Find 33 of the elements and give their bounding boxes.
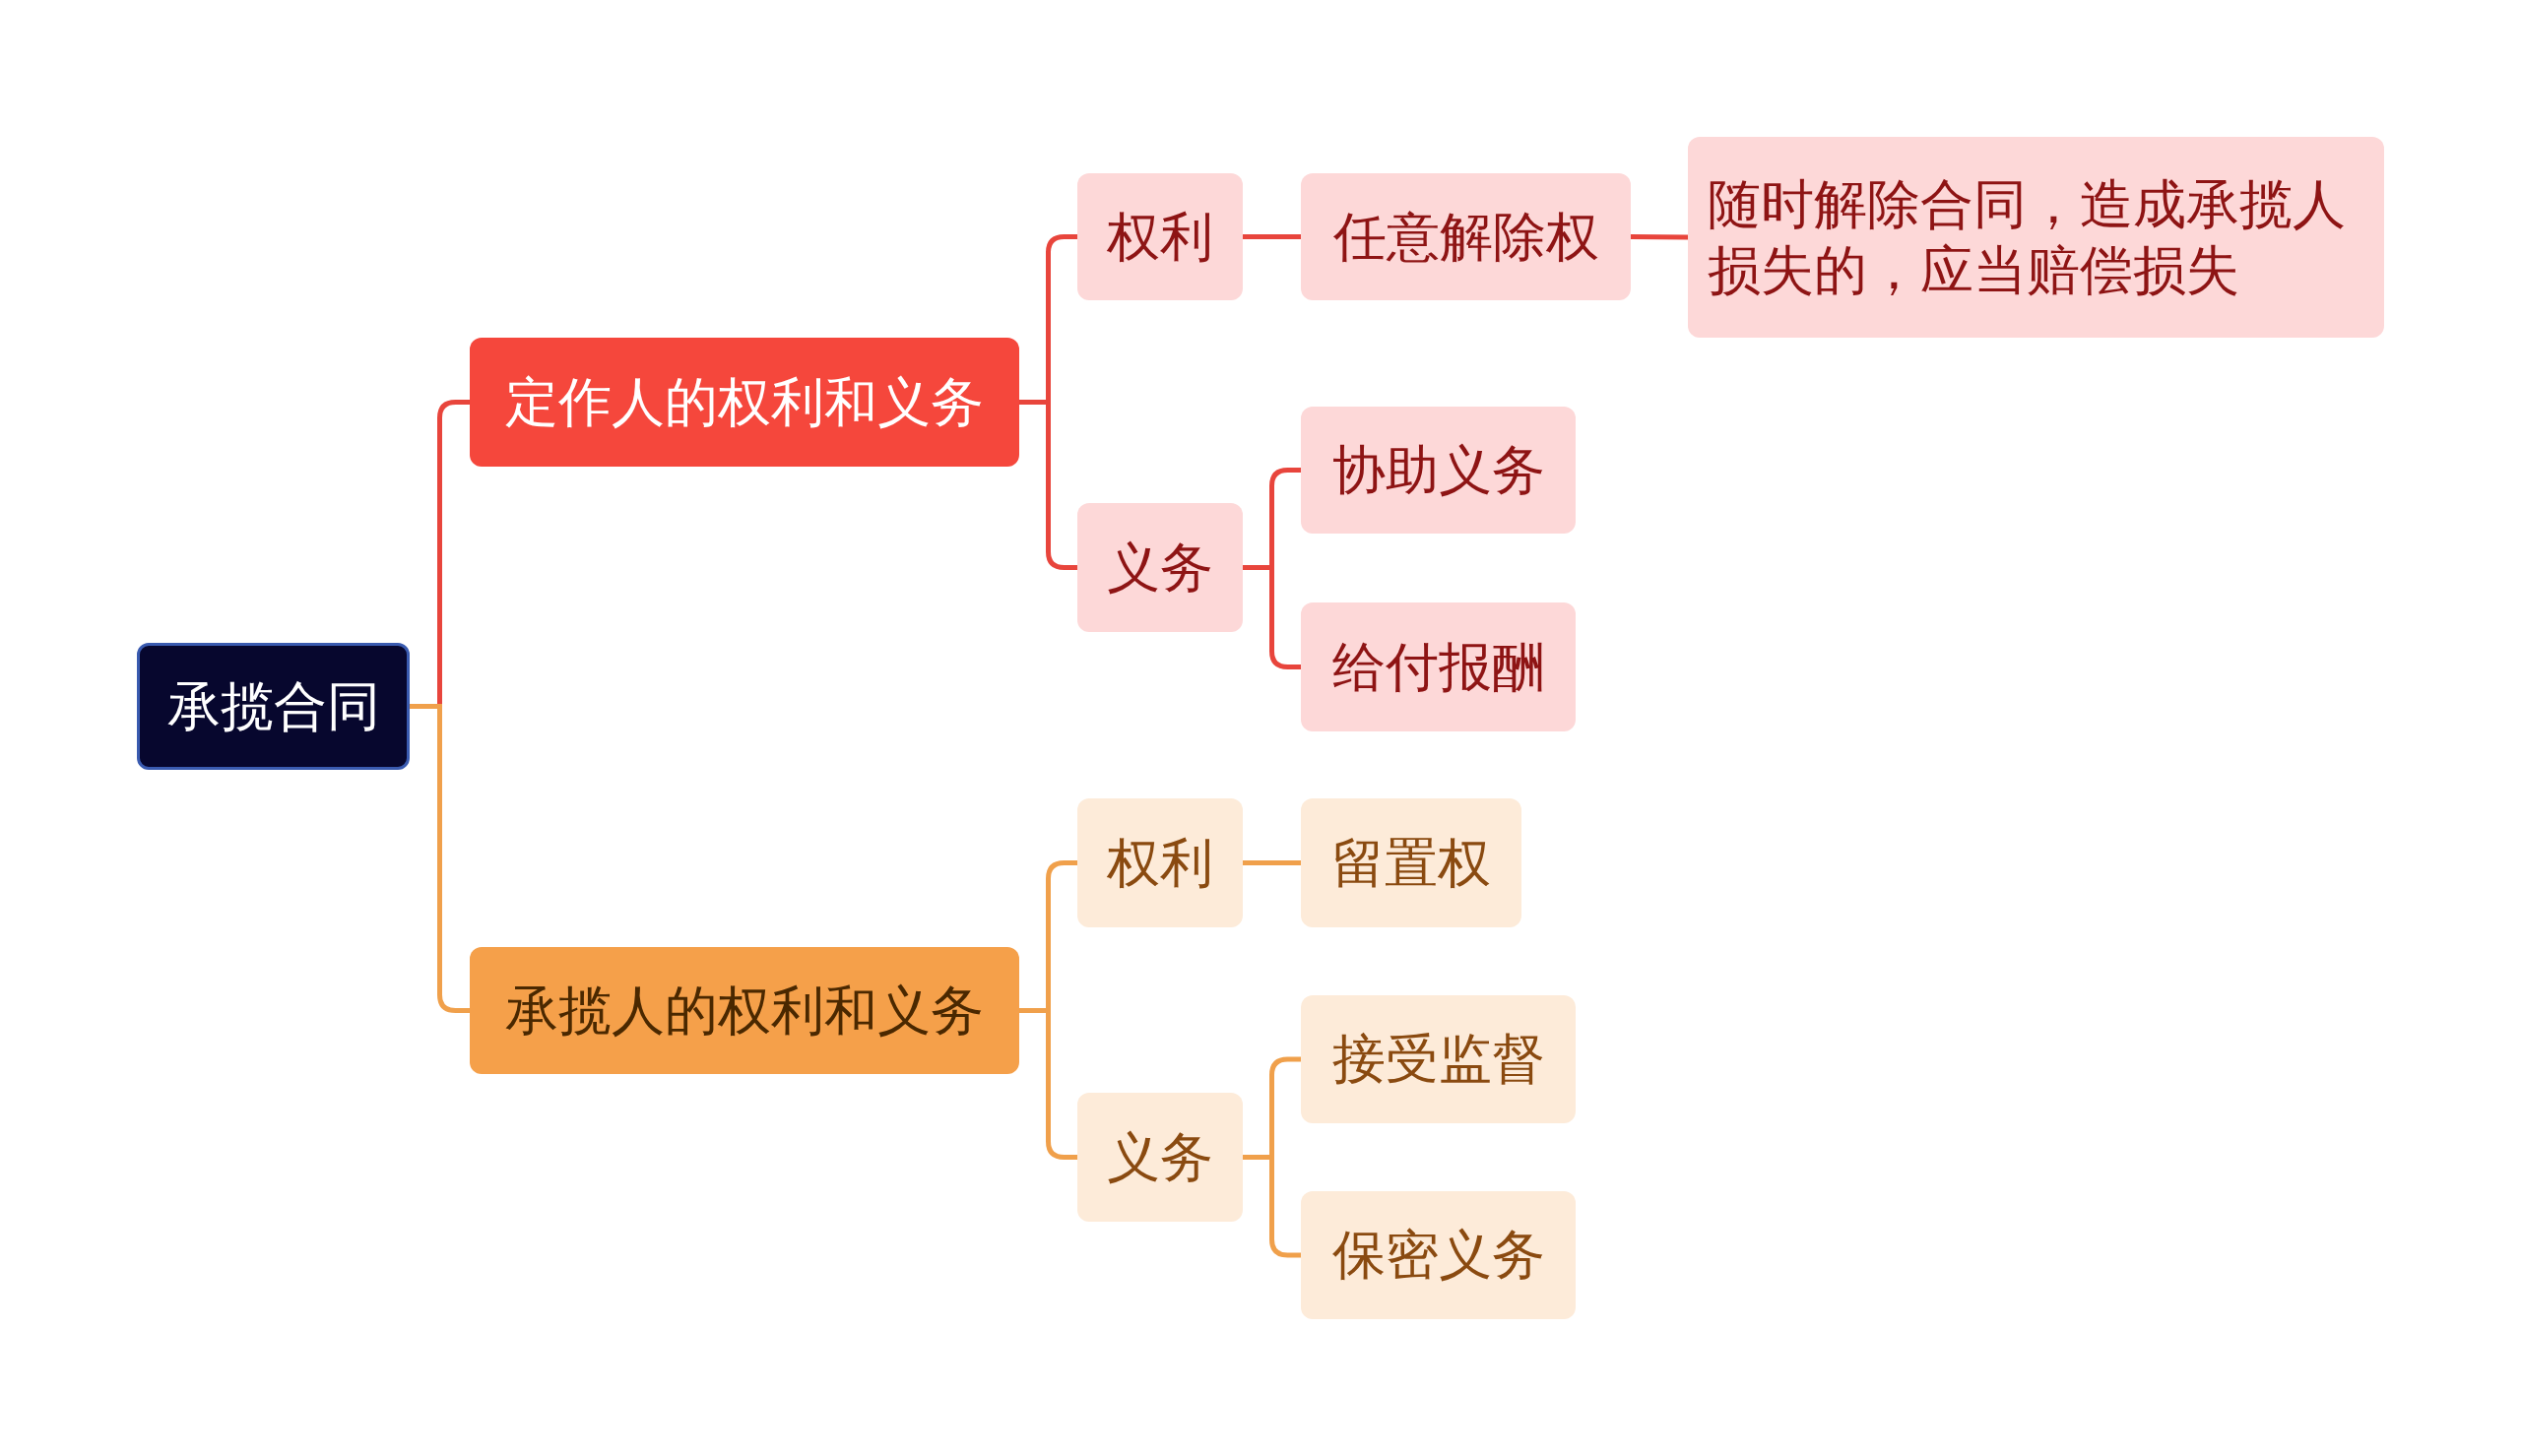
connector-line: [1243, 565, 1301, 669]
topic-text: 协助义务: [1331, 437, 1545, 503]
topic-text: 承揽合同: [166, 673, 380, 739]
root-topic-box: [137, 643, 410, 770]
topic-text: 权利: [1107, 204, 1213, 270]
topic-text: 保密义务: [1331, 1223, 1545, 1289]
subtopic-box: [1077, 173, 1243, 300]
connector-line: [410, 704, 470, 1013]
connector-line: [1243, 234, 1301, 239]
topic-text: 接受监督: [1331, 1027, 1545, 1093]
subtopic-box: [1301, 173, 1631, 300]
topic-text: 留置权: [1331, 830, 1491, 896]
subtopic-box: [1077, 503, 1243, 632]
subtopic-box: [1301, 995, 1576, 1123]
topic-text: 任意解除权: [1332, 204, 1599, 270]
subtopic-box: [1077, 798, 1243, 927]
topic-text: 承揽人的权利和义务: [505, 978, 984, 1044]
main-topic-box: [470, 338, 1019, 467]
topic-text: 随时解除合同，造成承揽人损失的，应当赔偿损失: [1708, 171, 2347, 303]
topic-text: 定作人的权利和义务: [505, 369, 984, 435]
subtopic-box: [1077, 1093, 1243, 1222]
connector-line: [1630, 234, 1688, 240]
main-topic-box: [470, 947, 1019, 1074]
connector-line: [1243, 860, 1301, 865]
topic-text: 权利: [1107, 830, 1213, 896]
subtopic-box: [1301, 407, 1576, 534]
topic-text: 义务: [1107, 535, 1213, 601]
subtopic-box: [1301, 1191, 1576, 1319]
subtopic-box: [1688, 137, 2384, 338]
subtopic-box: [1301, 602, 1576, 731]
topic-text: 给付报酬: [1331, 634, 1545, 700]
topic-text: 义务: [1107, 1124, 1213, 1190]
subtopic-box: [1301, 798, 1521, 927]
